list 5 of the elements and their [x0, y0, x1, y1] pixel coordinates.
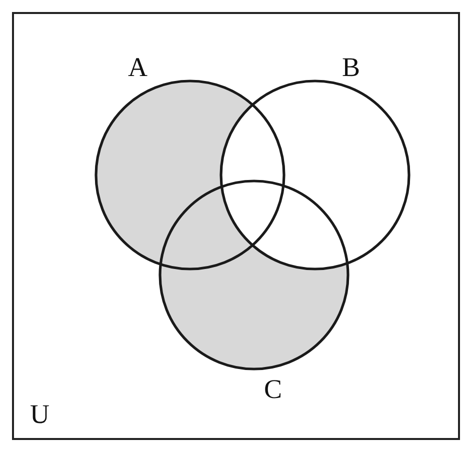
set-label: U — [30, 399, 50, 429]
set-label: B — [342, 52, 360, 82]
set-label: A — [128, 52, 148, 82]
universe-box — [12, 12, 460, 440]
set-label: C — [264, 374, 282, 404]
